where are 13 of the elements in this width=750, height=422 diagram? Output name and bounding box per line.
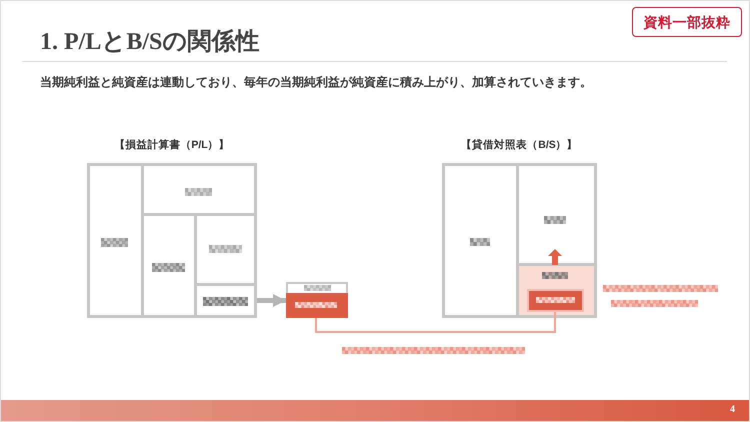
lead-text: 当期純利益と純資産は連動しており、毎年の当期純利益が純資産に積み上がり、加算されていきます。 xyxy=(40,74,592,90)
badge-text: 資料一部抜粋 xyxy=(644,13,730,31)
page-number: 4 xyxy=(730,404,735,416)
result-box xyxy=(286,282,348,318)
section-heading: 【貸借対照表（B/S）】 xyxy=(461,139,578,152)
highlight-block xyxy=(527,289,584,312)
page-title: 1. P/LとB/Sの関係性 xyxy=(40,28,260,57)
section-heading: 【損益計算書（P/L）】 xyxy=(114,139,230,152)
excerpt-badge xyxy=(632,7,742,37)
connector-line xyxy=(315,312,556,333)
highlight-block xyxy=(286,293,348,318)
arrow xyxy=(257,294,286,307)
shaded-block xyxy=(516,263,597,318)
